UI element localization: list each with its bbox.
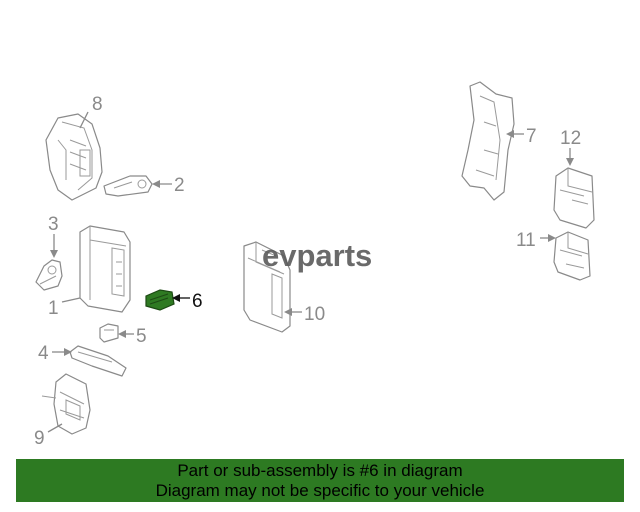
callout-6: 6 (192, 291, 203, 312)
callout-3: 3 (48, 214, 59, 235)
callout-4: 4 (38, 343, 49, 364)
callout-5: 5 (136, 326, 147, 347)
arrow-7 (506, 130, 514, 138)
part-1-control-module[interactable] (79, 225, 131, 313)
arrow-6 (172, 294, 180, 302)
part-5-clip[interactable] (99, 323, 119, 343)
part-7-bracket[interactable] (461, 81, 515, 201)
leader-9 (47, 423, 63, 433)
part-4-bracket-plate[interactable] (69, 345, 127, 377)
callout-9: 9 (34, 428, 45, 449)
info-banner: Part or sub-assembly is #6 in diagram Di… (16, 459, 624, 502)
part-11-module[interactable] (553, 231, 591, 281)
banner-line-1: Part or sub-assembly is #6 in diagram (177, 461, 463, 480)
arrow-2 (152, 180, 160, 188)
callout-12: 12 (560, 128, 581, 149)
arrow-3 (50, 250, 58, 258)
callout-10: 10 (304, 304, 325, 325)
callout-7: 7 (526, 126, 537, 147)
part-9-mounting-bracket[interactable] (41, 373, 91, 435)
banner-line-2: Diagram may not be specific to your vehi… (155, 481, 485, 500)
callout-11: 11 (516, 230, 536, 251)
leader-1 (61, 297, 81, 303)
callout-1: 1 (48, 298, 59, 319)
watermark-logo: evparts (262, 238, 372, 273)
callout-8: 8 (92, 94, 103, 115)
part-12-module[interactable] (553, 167, 595, 229)
arrow-4 (64, 348, 72, 356)
arrow-11 (548, 234, 556, 242)
callout-2: 2 (174, 175, 185, 196)
part-2-bracket[interactable] (103, 175, 153, 197)
part-6-connector-highlighted[interactable] (145, 289, 175, 311)
part-3-bracket[interactable] (35, 259, 63, 291)
part-8-relay-block[interactable] (45, 113, 103, 201)
part-10-control-module[interactable] (243, 241, 291, 333)
leader-8 (79, 111, 89, 129)
arrow-12 (566, 158, 574, 166)
arrow-10 (284, 308, 292, 316)
arrow-5 (118, 330, 126, 338)
